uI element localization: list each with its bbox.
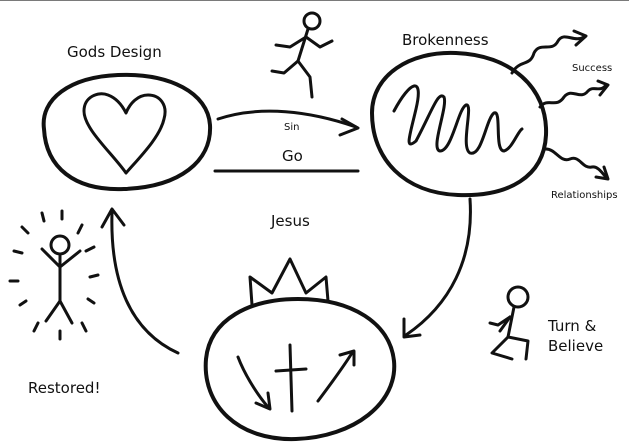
heart-icon [82, 92, 167, 175]
squiggle-arrow-icon [510, 29, 610, 181]
brokenness-circle [370, 50, 549, 198]
jesus-circle [203, 297, 397, 442]
running-figure-icon [270, 11, 334, 99]
relationships-label: Relationships [551, 190, 618, 201]
restored-label: Restored! [28, 379, 101, 397]
brokenness-label: Brokenness [402, 31, 489, 49]
up-arrow [100, 207, 180, 355]
turn-believe-label-line2: Believe [548, 337, 604, 355]
sin-label: Sin [284, 122, 300, 133]
cross-with-arrows-icon [236, 343, 356, 413]
joyful-figure-icon [40, 234, 82, 325]
go-label: Go [282, 147, 303, 165]
success-label: Success [572, 63, 613, 74]
gods-design-circle [41, 72, 213, 192]
turn-believe-label-line1: Turn & [548, 317, 597, 335]
crown-icon [248, 257, 330, 307]
sin-arrow [216, 109, 360, 137]
down-arrow [402, 197, 472, 339]
joy-rays [8, 209, 100, 341]
jesus-label: Jesus [271, 212, 310, 230]
scribble-icon [392, 84, 524, 155]
kneeling-figure-icon [488, 285, 530, 361]
gods-design-label: Gods Design [67, 43, 162, 61]
